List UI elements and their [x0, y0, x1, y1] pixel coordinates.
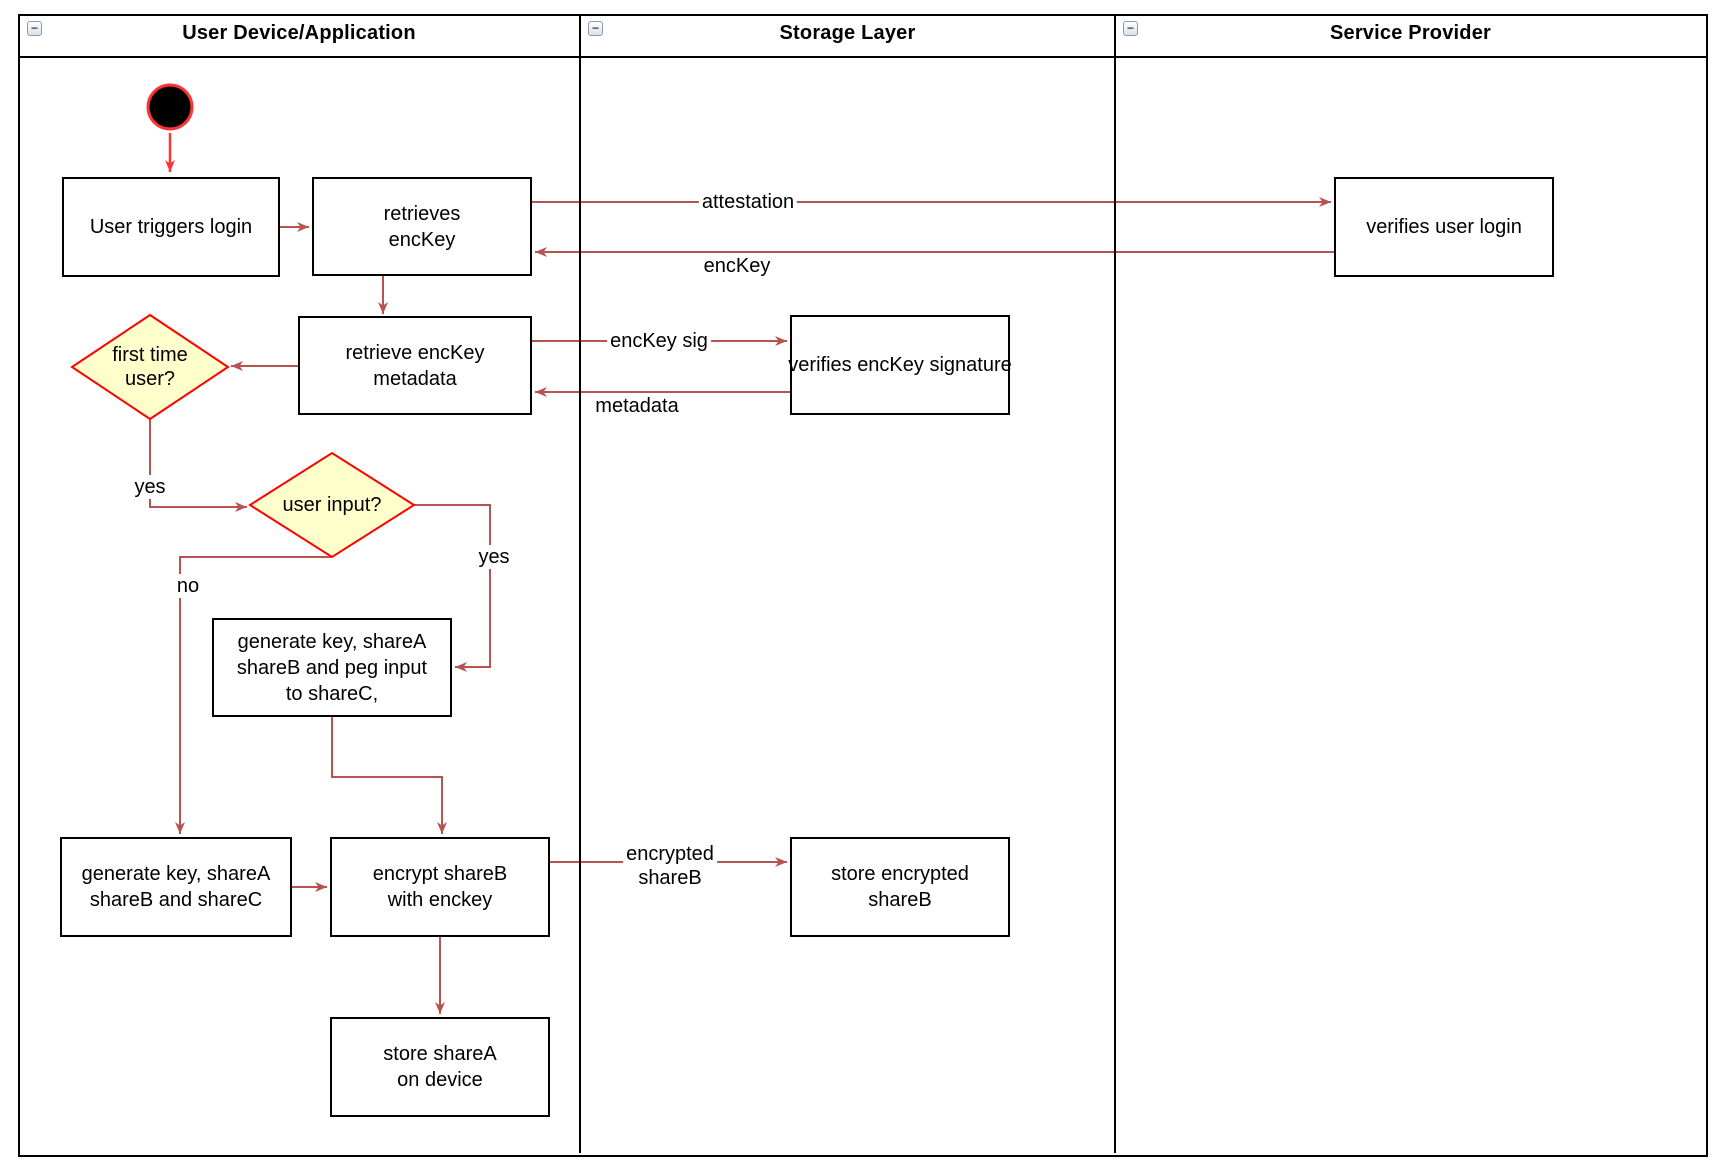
edge-label-enckey-sig: encKey sig [607, 329, 711, 353]
node-verifies-user-login: verifies user login [1334, 177, 1554, 277]
node-encrypt-shareb: encrypt shareB with enckey [330, 837, 550, 937]
edge-userinput-yes [414, 504, 491, 672]
collapse-icon-lane3[interactable]: − [1123, 21, 1138, 36]
node-retrieve-enckey-metadata: retrieve encKey metadata [298, 316, 532, 415]
edge-label-attestation: attestation [698, 190, 798, 214]
node-store-encrypted-shareb: store encrypted shareB [790, 837, 1010, 937]
edge-label-no-user-input: no [173, 574, 203, 598]
collapse-icon-lane2[interactable]: − [588, 21, 603, 36]
edge-label-encrypted-shareb: encrypted shareB [623, 842, 717, 890]
edge-label-metadata: metadata [592, 394, 682, 418]
decision-first-time-user [70, 313, 230, 421]
edge-label-enckey: encKey [700, 254, 774, 278]
decision-label-first-time-user: first time user? [112, 344, 188, 390]
decision-label-user-input: user input? [282, 494, 382, 516]
node-generate-shares: generate key, shareA shareB and shareC [60, 837, 292, 937]
edge-label-yes-user-input: yes [475, 545, 513, 569]
edge-userinput-no [175, 556, 332, 834]
edge-firsttime-yes [149, 419, 247, 512]
node-store-sharea: store shareA on device [330, 1017, 550, 1117]
lane-title-service-provider: Service Provider [1329, 22, 1492, 44]
node-generate-peg: generate key, shareA shareB and peg inpu… [212, 618, 452, 717]
header-divider [18, 56, 1706, 58]
lane-divider-2 [1114, 14, 1116, 1153]
lane-title-storage-layer: Storage Layer [779, 22, 916, 44]
edge-peg-to-encrypt [331, 717, 447, 834]
node-verifies-enckey-signature: verifies encKey signature [788, 315, 1012, 415]
node-retrieves-enckey: retrieves encKey [312, 177, 532, 276]
decision-user-input [248, 451, 416, 559]
lane-divider-1 [579, 14, 581, 1153]
collapse-icon-lane1[interactable]: − [27, 21, 42, 36]
lane-title-user-device: User Device/Application [182, 22, 416, 44]
node-user-triggers-login: User triggers login [62, 177, 280, 277]
start-node [146, 83, 194, 131]
edge-label-yes-first-time: yes [131, 475, 169, 499]
